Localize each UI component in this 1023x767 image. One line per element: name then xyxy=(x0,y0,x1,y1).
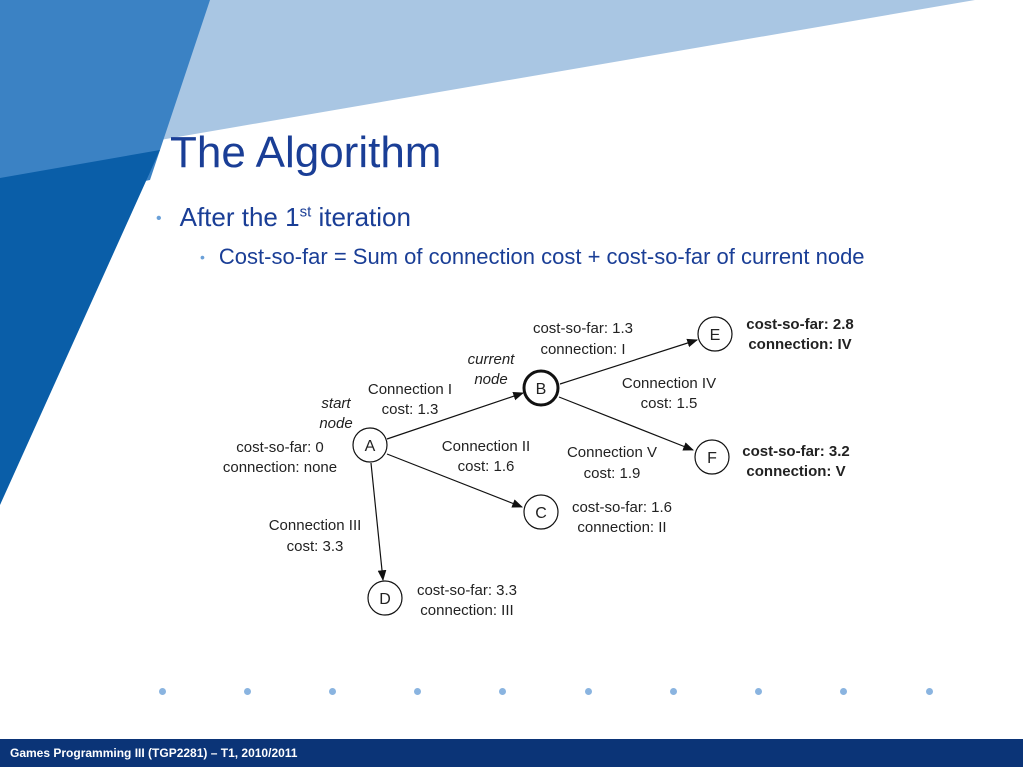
node-a-cost: cost-so-far: 0 xyxy=(236,439,324,456)
decor-dot xyxy=(329,688,336,695)
node-b-cost: cost-so-far: 1.3 xyxy=(533,320,633,337)
edge1-cost: cost: 1.3 xyxy=(382,401,439,418)
node-f-letter: F xyxy=(707,450,717,467)
node-d-connection: connection: III xyxy=(420,602,513,619)
node-f-connection: connection: V xyxy=(746,463,845,480)
node-c-circle xyxy=(523,494,559,530)
bullet-dot: • xyxy=(156,210,162,227)
node-d-letter: D xyxy=(379,591,391,608)
edge3-cost: cost: 3.3 xyxy=(287,538,344,555)
decor-dot xyxy=(499,688,506,695)
node-b-circle xyxy=(522,369,560,407)
decor-dot xyxy=(244,688,251,695)
bullet1-sup: st xyxy=(299,203,312,221)
top-light-band xyxy=(0,0,975,178)
edge4-name: Connection IV xyxy=(622,375,716,392)
left-mid-stripe xyxy=(0,0,210,210)
edge-a-c xyxy=(386,453,524,508)
node-d-circle xyxy=(367,580,403,616)
node-a-circle xyxy=(352,427,388,463)
slide-title: The Algorithm xyxy=(170,128,442,177)
node-f-circle xyxy=(694,439,730,475)
edge1-name: Connection I xyxy=(368,381,452,398)
start-node-label-1: start xyxy=(321,395,351,412)
decor-dot xyxy=(414,688,421,695)
node-c-cost: cost-so-far: 1.6 xyxy=(572,499,672,516)
node-b-connection: connection: I xyxy=(540,341,625,358)
node-d-cost: cost-so-far: 3.3 xyxy=(417,582,517,599)
decor-dot xyxy=(755,688,762,695)
decor-dot xyxy=(585,688,592,695)
bullet-dot: • xyxy=(200,249,205,265)
decorative-dot-row xyxy=(0,684,1023,698)
node-b-letter: B xyxy=(536,381,547,398)
left-dark-stripe xyxy=(0,150,160,505)
node-f-cost: cost-so-far: 3.2 xyxy=(742,443,850,460)
decor-dot xyxy=(926,688,933,695)
node-e-connection: connection: IV xyxy=(748,336,851,353)
bullet1-prefix: After the 1 xyxy=(179,202,300,232)
edge4-cost: cost: 1.5 xyxy=(641,395,698,412)
decor-dot xyxy=(159,688,166,695)
node-e-cost: cost-so-far: 2.8 xyxy=(746,316,854,333)
node-c-letter: C xyxy=(535,505,547,522)
footer-bar: Games Programming III (TGP2281) – T1, 20… xyxy=(0,739,1023,767)
edge-b-f xyxy=(558,396,695,451)
current-node-label-1: current xyxy=(468,351,516,368)
decor-dot xyxy=(840,688,847,695)
edge5-cost: cost: 1.9 xyxy=(584,465,641,482)
node-e-letter: E xyxy=(710,327,721,344)
edge5-name: Connection V xyxy=(567,444,657,461)
bullet1-suffix: iteration xyxy=(311,202,411,232)
edge2-name: Connection II xyxy=(442,438,530,455)
footer-text: Games Programming III (TGP2281) – T1, 20… xyxy=(10,746,298,760)
edge3-name: Connection III xyxy=(269,517,362,534)
edge-a-d xyxy=(370,462,387,582)
node-a-letter: A xyxy=(365,438,376,455)
bullet2-text: Cost-so-far = Sum of connection cost + c… xyxy=(218,244,865,269)
bullet-cost-so-far-definition: • Cost-so-far = Sum of connection cost + … xyxy=(200,244,865,270)
node-e-circle xyxy=(697,316,733,352)
node-c-connection: connection: II xyxy=(577,519,666,536)
edge2-cost: cost: 1.6 xyxy=(458,458,515,475)
start-node-label-2: node xyxy=(319,415,352,432)
edge-b-e xyxy=(559,338,699,385)
bullet-after-first-iteration: • After the 1st iteration xyxy=(156,202,411,233)
node-a-connection: connection: none xyxy=(223,459,337,476)
decor-dot xyxy=(670,688,677,695)
current-node-label-2: node xyxy=(474,371,507,388)
edge-a-b xyxy=(386,392,525,440)
